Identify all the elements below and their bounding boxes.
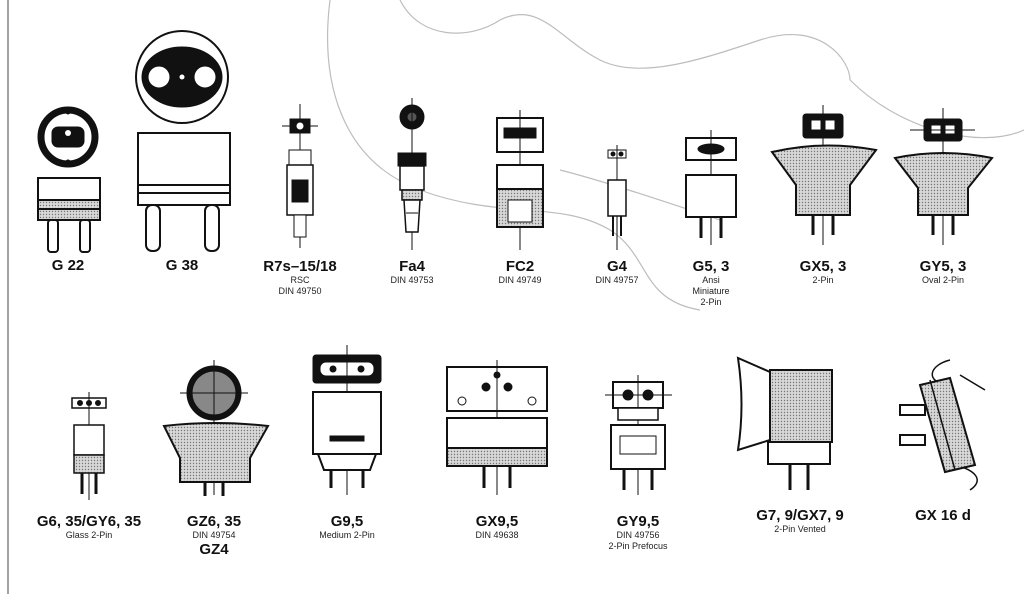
g53-drawing <box>685 130 737 245</box>
g95-drawing <box>312 345 382 495</box>
gx95-drawing <box>446 360 548 495</box>
sub-gy53-1: Oval 2-Pin <box>921 275 965 285</box>
sub-fa4-1: DIN 49753 <box>390 275 434 285</box>
sub-gx53-1: 2-Pin <box>812 275 834 285</box>
sub-g95-1: Medium 2-Pin <box>319 530 375 540</box>
label-gy95: GY9,5 DIN 49756 2-Pin Prefocus <box>608 513 667 552</box>
label-r7s: R7s–15/18 RSC DIN 49750 <box>263 258 336 297</box>
sub-g53-2: Miniature <box>692 286 730 296</box>
name-gx16d: GX 16 d <box>915 507 971 524</box>
sub-r7s-2: DIN 49750 <box>278 286 322 296</box>
label-g635: G6, 35/GY6, 35 Glass 2-Pin <box>37 513 141 541</box>
gx16d-drawing <box>899 359 986 491</box>
label-gx16d: GX 16 d <box>915 507 971 524</box>
name-gy95: GY9,5 <box>616 513 660 530</box>
label-gy53: GY5, 3 Oval 2-Pin <box>920 258 967 286</box>
label-gx95: GX9,5 DIN 49638 <box>475 513 518 541</box>
name-g22: G 22 <box>51 257 85 274</box>
g635-drawing <box>71 392 107 500</box>
sub-gx95-1: DIN 49638 <box>475 530 519 540</box>
name-fc2: FC2 <box>505 258 535 275</box>
sub-g79-1: 2-Pin Vented <box>774 524 826 534</box>
sub-gy95-1: DIN 49756 <box>616 530 660 540</box>
label-g79: G7, 9/GX7, 9 2-Pin Vented <box>756 507 844 535</box>
name-r7s: R7s–15/18 <box>263 258 337 275</box>
r7s-drawing <box>282 104 318 248</box>
sub-g635-1: Glass 2-Pin <box>65 530 113 540</box>
gy53-drawing <box>893 108 994 245</box>
label-fc2: FC2 DIN 49749 <box>498 258 541 286</box>
sub-g4-1: DIN 49757 <box>595 275 639 285</box>
gz635-drawing <box>162 360 270 496</box>
fc2-drawing <box>496 110 544 250</box>
name-gz4: GZ4 <box>199 541 229 558</box>
name-gy53: GY5, 3 <box>919 258 967 275</box>
label-g95: G9,5 Medium 2-Pin <box>319 513 375 541</box>
label-g38: G 38 <box>166 257 199 274</box>
sub-fc2-1: DIN 49749 <box>498 275 542 285</box>
name-g4: G4 <box>606 258 627 275</box>
gy95-drawing <box>605 375 672 495</box>
gx53-drawing <box>770 105 878 245</box>
name-gz635: GZ6, 35 <box>186 513 242 530</box>
sub-g53-1: Ansi <box>702 275 720 285</box>
name-g635: G6, 35/GY6, 35 <box>36 513 142 530</box>
sub-r7s-1: RSC <box>290 275 310 285</box>
name-g79: G7, 9/GX7, 9 <box>756 507 844 524</box>
sub-gy95-2: 2-Pin Prefocus <box>608 541 668 551</box>
label-gz635: GZ6, 35 DIN 49754 GZ4 <box>187 513 241 558</box>
sub-g53-3: 2-Pin <box>700 297 722 307</box>
label-fa4: Fa4 DIN 49753 <box>390 258 433 286</box>
label-g22: G 22 <box>52 257 85 274</box>
g4-drawing <box>607 145 627 250</box>
name-g53: G5, 3 <box>692 258 730 275</box>
label-g53: G5, 3 Ansi Miniature 2-Pin <box>692 258 729 308</box>
sub-gz635-1: DIN 49754 <box>192 530 236 540</box>
label-gx53: GX5, 3 2-Pin <box>800 258 847 286</box>
name-g38: G 38 <box>165 257 199 274</box>
name-fa4: Fa4 <box>399 258 425 275</box>
fa4-drawing <box>397 98 427 250</box>
g38-drawing <box>135 30 231 252</box>
g22-drawing <box>37 106 101 253</box>
label-g4: G4 DIN 49757 <box>595 258 638 286</box>
name-gx53: GX5, 3 <box>799 258 847 275</box>
name-g95: G9,5 <box>330 513 364 530</box>
g79-drawing <box>736 356 833 490</box>
name-gx95: GX9,5 <box>475 513 519 530</box>
